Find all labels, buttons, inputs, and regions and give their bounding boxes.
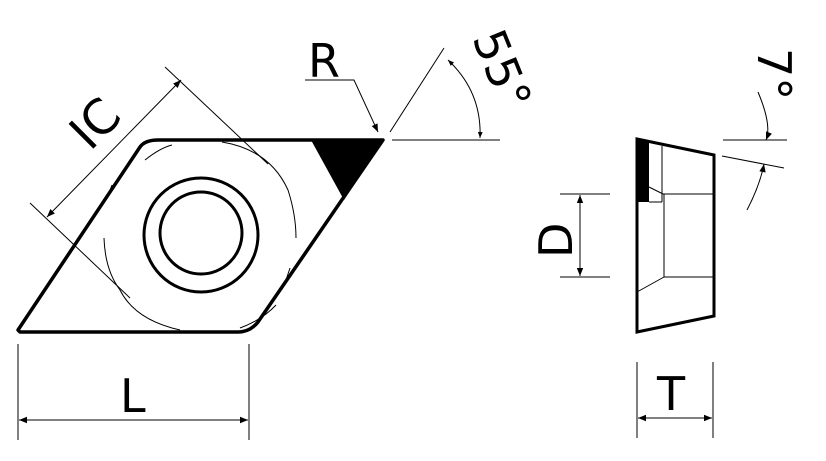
hole-inner-circle bbox=[158, 190, 244, 276]
side-outline bbox=[635, 137, 716, 334]
hole-outer-circle bbox=[142, 176, 260, 294]
r-label: R bbox=[308, 34, 340, 88]
side-tip-insert bbox=[636, 140, 649, 202]
r-dimension: R bbox=[305, 34, 379, 133]
d-label: D bbox=[529, 223, 583, 258]
nose-angle-label: 55° bbox=[462, 22, 543, 118]
clearance-angle-label: 7° bbox=[747, 48, 801, 100]
insert-top-view bbox=[16, 138, 385, 334]
ic-dimension: IC bbox=[29, 66, 269, 299]
d-dimension: D bbox=[529, 193, 610, 278]
insert-side-view bbox=[635, 137, 716, 334]
nose-angle-dimension: 55° bbox=[389, 22, 543, 141]
cutting-tip-insert bbox=[311, 140, 383, 200]
l-dimension: L bbox=[17, 344, 250, 440]
clearance-angle-dimension: 7° bbox=[721, 48, 801, 211]
t-dimension: T bbox=[636, 362, 714, 438]
inscribed-circle-arcs bbox=[103, 141, 297, 331]
ic-label: IC bbox=[59, 87, 132, 160]
l-label: L bbox=[120, 369, 146, 423]
t-label: T bbox=[656, 367, 686, 421]
